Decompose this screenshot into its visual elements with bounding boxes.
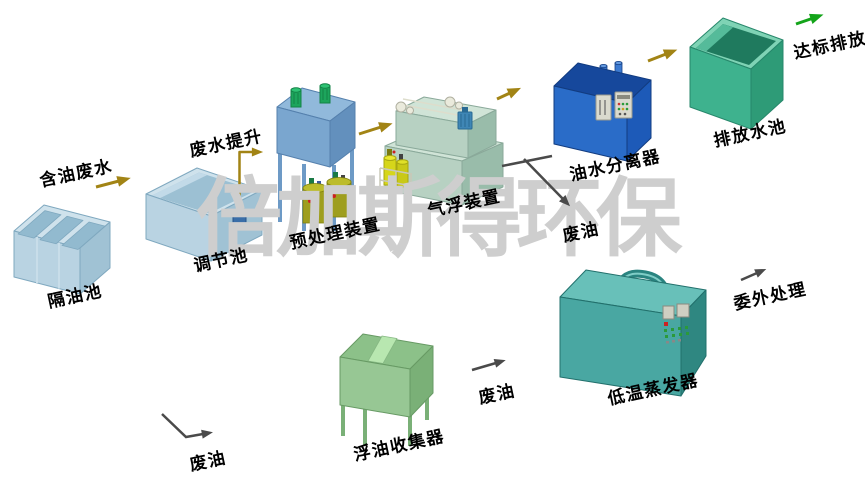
floating-oil-collector-icon	[339, 333, 434, 446]
mixer-motor-icon	[319, 83, 331, 104]
arrow-pretreatment-to-flotation	[358, 122, 393, 136]
air-flotation-unit-icon	[379, 96, 504, 206]
arrow-separator-to-discharge-tank	[647, 49, 678, 63]
evaporator-panel-icon	[662, 303, 690, 344]
arrow-bottom-waste-oil	[161, 413, 213, 439]
watermark-text: 倍加斯得环保	[196, 169, 682, 269]
pretreatment-unit-icon	[276, 83, 356, 231]
mixer-motor-icon	[290, 87, 302, 108]
dosing-drum-icon	[302, 178, 328, 224]
regulating-tank-icon	[145, 147, 264, 262]
control-panel-icon	[595, 91, 633, 121]
oil-water-separator-icon	[553, 61, 652, 162]
discharge-tank-icon	[689, 17, 784, 130]
arrow-outsourced-treatment	[740, 268, 767, 282]
dosing-drum-icon	[326, 172, 352, 218]
arrow-collector-waste-oil	[471, 358, 506, 372]
arrow-oily-wastewater-in	[95, 176, 131, 189]
scraper-mechanism-icon	[395, 96, 473, 130]
oil-separation-tank-icon	[13, 204, 111, 295]
lift-pipe-arrow	[238, 147, 264, 210]
low-temp-evaporator-icon	[559, 269, 707, 397]
arrow-separator-waste-oil	[501, 154, 571, 207]
arrow-flotation-to-separator	[496, 87, 522, 101]
dissolved-air-pump-icon	[379, 149, 413, 197]
arrow-standard-discharge	[795, 13, 824, 26]
